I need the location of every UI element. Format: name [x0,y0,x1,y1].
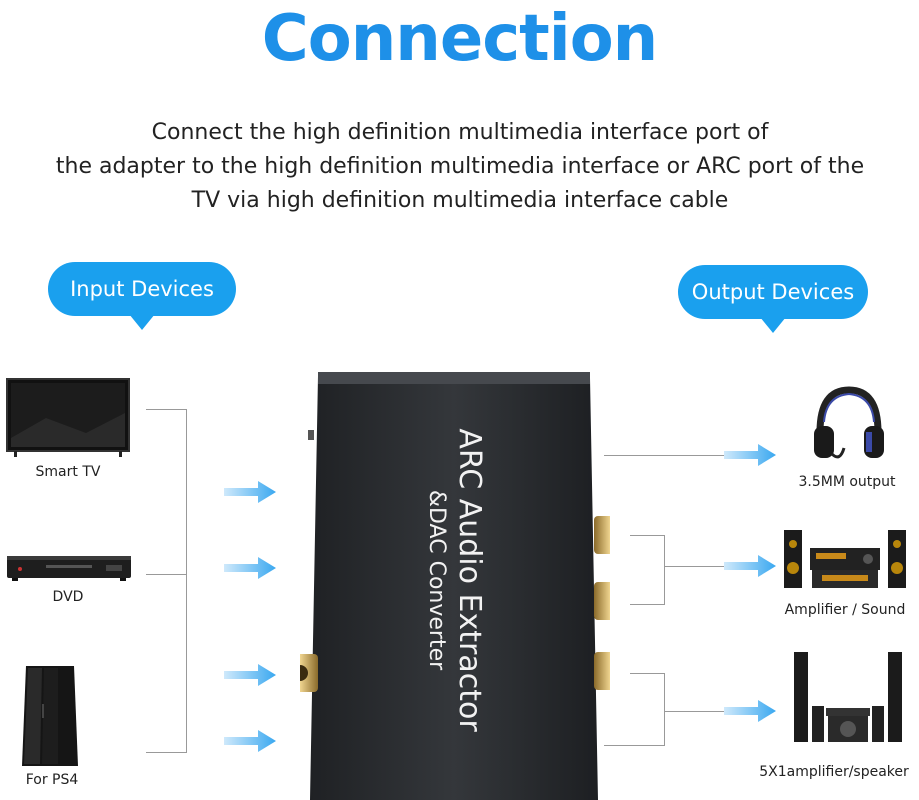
arc-audio-extractor-device [300,372,610,800]
output-devices-label: Output Devices [691,280,855,304]
connector-line [630,535,664,536]
output-devices-bubble: Output Devices [678,265,868,333]
output-label-amplifier: Amplifier / Sound [784,602,906,618]
arrow-right-icon [224,481,276,503]
connector-line [604,745,664,746]
headphones-icon [814,386,884,459]
output-label-speaker: 5X1amplifier/speaker [759,764,909,780]
output-label-35mm: 3.5MM output [798,474,896,490]
ps4-console-icon [22,666,78,766]
device-subtitle: &DAC Converter [424,489,449,671]
input-label-ps4: For PS4 [25,772,79,788]
connector-line [186,409,187,753]
connector-line [664,535,665,605]
description-line-3: TV via high definition multimedia interf… [191,188,729,213]
connector-line [664,566,724,567]
connector-line [146,752,186,753]
description-line-1: Connect the high definition multimedia i… [151,120,769,145]
arrow-right-icon [224,730,276,752]
input-label-smart-tv: Smart TV [35,464,101,480]
connector-line [146,409,186,410]
device-title: ARC Audio Extractor [452,428,487,732]
speaker-system-icon [794,652,902,742]
page-title: Connection [261,2,658,76]
arrow-right-icon [724,444,776,466]
connector-line [664,711,724,712]
dvd-player-icon [7,556,131,581]
input-label-dvd: DVD [52,589,84,605]
arrow-right-icon [724,700,776,722]
connector-line [630,673,664,674]
connector-line [146,574,186,575]
input-devices-bubble: Input Devices [48,262,236,330]
arrow-right-icon [224,664,276,686]
tv-icon [6,378,130,457]
connector-line [664,673,665,746]
description: Connect the high definition multimedia i… [20,116,900,218]
amplifier-icon [784,530,906,588]
description-line-2: the adapter to the high definition multi… [55,154,865,179]
arrow-right-icon [224,557,276,579]
arrow-right-icon [724,555,776,577]
input-devices-label: Input Devices [70,277,214,301]
connector-line [630,604,664,605]
connector-line [604,455,724,456]
